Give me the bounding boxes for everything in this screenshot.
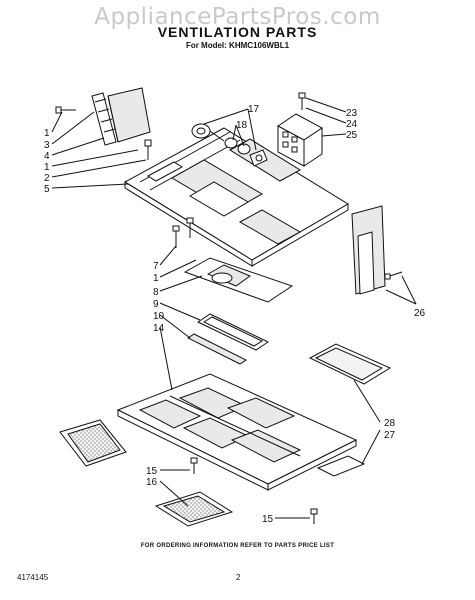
screw <box>172 225 180 248</box>
screw <box>55 106 76 114</box>
page-number: 2 <box>236 573 241 582</box>
callout-9: 9 <box>153 299 159 310</box>
charcoal-filter-left <box>59 419 127 467</box>
callout-labels: 1 3 4 1 2 5 17 18 23 24 25 7 1 8 9 10 14… <box>44 104 426 525</box>
callout-3: 3 <box>44 140 50 151</box>
model-line: For Model: KHMC106WBL1 <box>185 41 290 50</box>
top-plate <box>124 127 349 267</box>
callout-23: 23 <box>346 108 358 119</box>
vent-grille-right <box>351 205 403 295</box>
bottom-panel <box>116 373 358 491</box>
screw <box>190 457 198 474</box>
callout-14: 14 <box>153 323 165 334</box>
callout-7: 7 <box>153 261 159 272</box>
charcoal-filter-bottom <box>154 491 234 527</box>
screw <box>186 217 194 238</box>
callout-1: 1 <box>44 162 50 173</box>
callout-15: 15 <box>146 466 158 477</box>
page-title: VENTILATION PARTS <box>157 24 318 40</box>
callout-8: 8 <box>153 287 159 298</box>
callout-1: 1 <box>44 128 50 139</box>
fan-motor <box>191 123 268 167</box>
callout-26: 26 <box>414 308 426 319</box>
document-number: 4174145 <box>17 573 49 582</box>
light-lens <box>316 455 366 477</box>
callout-4: 4 <box>44 151 50 162</box>
watermark: AppliancePartsPros.com <box>94 4 381 30</box>
damper-plate <box>183 257 294 303</box>
screw <box>144 139 152 160</box>
screw <box>310 508 318 524</box>
callout-18: 18 <box>236 120 248 131</box>
ordering-note: FOR ORDERING INFORMATION REFER TO PARTS … <box>140 543 335 549</box>
callout-2: 2 <box>44 173 50 184</box>
callout-5: 5 <box>44 184 50 195</box>
callout-16: 16 <box>146 477 158 488</box>
callout-15: 15 <box>262 514 274 525</box>
gasket <box>187 313 270 365</box>
callout-28: 28 <box>384 418 396 429</box>
callout-25: 25 <box>346 130 358 141</box>
vent-grille-left <box>91 87 151 146</box>
callout-24: 24 <box>346 119 358 130</box>
callout-10: 10 <box>153 311 165 322</box>
callout-17: 17 <box>248 104 260 115</box>
callout-27: 27 <box>384 430 396 441</box>
relay-box <box>277 92 323 167</box>
callout-1: 1 <box>153 273 159 284</box>
grease-filter-right <box>308 343 392 385</box>
leader-lines <box>51 97 417 519</box>
